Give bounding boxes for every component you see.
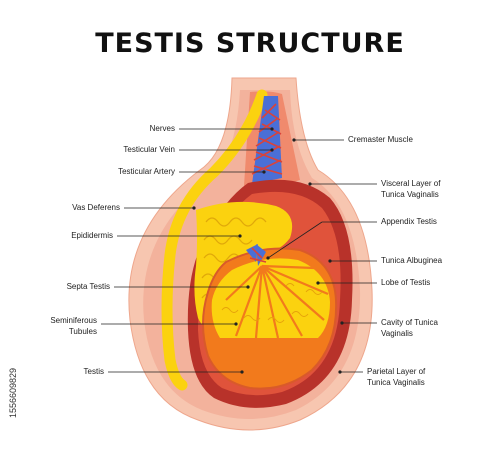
testis-lobes (211, 258, 330, 338)
leader-dot (246, 285, 250, 289)
label-parietal-2: Tunica Vaginalis (367, 378, 425, 387)
leader-dot (240, 370, 244, 374)
label-testicular-artery: Testicular Artery (118, 167, 175, 176)
label-parietal-1: Parietal Layer of (367, 367, 426, 376)
label-septa-testis: Septa Testis (67, 282, 110, 291)
vas-deferens (161, 89, 268, 391)
label-vas-deferens: Vas Deferens (72, 203, 120, 212)
leader-dot (262, 170, 266, 174)
page-title: TESTIS STRUCTURE (95, 28, 405, 59)
label-cavity-1: Cavity of Tunica (381, 318, 438, 327)
seminiferous-coils (221, 283, 323, 323)
label-tunica-albuginea: Tunica Albuginea (381, 256, 443, 265)
label-visceral-2: Tunica Vaginalis (381, 190, 439, 199)
label-seminiferous-1: Seminiferous (50, 316, 97, 325)
leader-dot (316, 281, 320, 285)
leader-dot (270, 127, 274, 131)
leader-dot (328, 259, 332, 263)
leader-dot (270, 148, 274, 152)
label-seminiferous-2: Tubules (69, 327, 97, 336)
leader-dot (292, 138, 296, 142)
leader-dot (238, 234, 242, 238)
leader-appendix-diag (267, 221, 323, 259)
label-testis: Testis (84, 367, 104, 376)
leader-dot (340, 321, 344, 325)
stock-id: 1556609829 (8, 368, 18, 418)
label-cremaster-muscle: Cremaster Muscle (348, 135, 413, 144)
label-epididermis: Epididermis (71, 231, 113, 240)
epididymis-coils (201, 217, 267, 299)
label-visceral-1: Visceral Layer of (381, 179, 441, 188)
rete-red (249, 247, 267, 263)
label-nerves: Nerves (150, 124, 175, 133)
tunica-albuginea (202, 247, 338, 390)
label-appendix-testis: Appendix Testis (381, 217, 437, 226)
label-testicular-vein: Testicular Vein (123, 145, 175, 154)
leader-dot (234, 322, 238, 326)
leader-dot (338, 370, 342, 374)
leader-dot (266, 256, 270, 260)
label-cavity-2: Vaginalis (381, 329, 413, 338)
leader-dot (192, 206, 196, 210)
leader-dot (308, 182, 312, 186)
label-lobe-of-testis: Lobe of Testis (381, 278, 430, 287)
septa-lines (225, 264, 329, 339)
